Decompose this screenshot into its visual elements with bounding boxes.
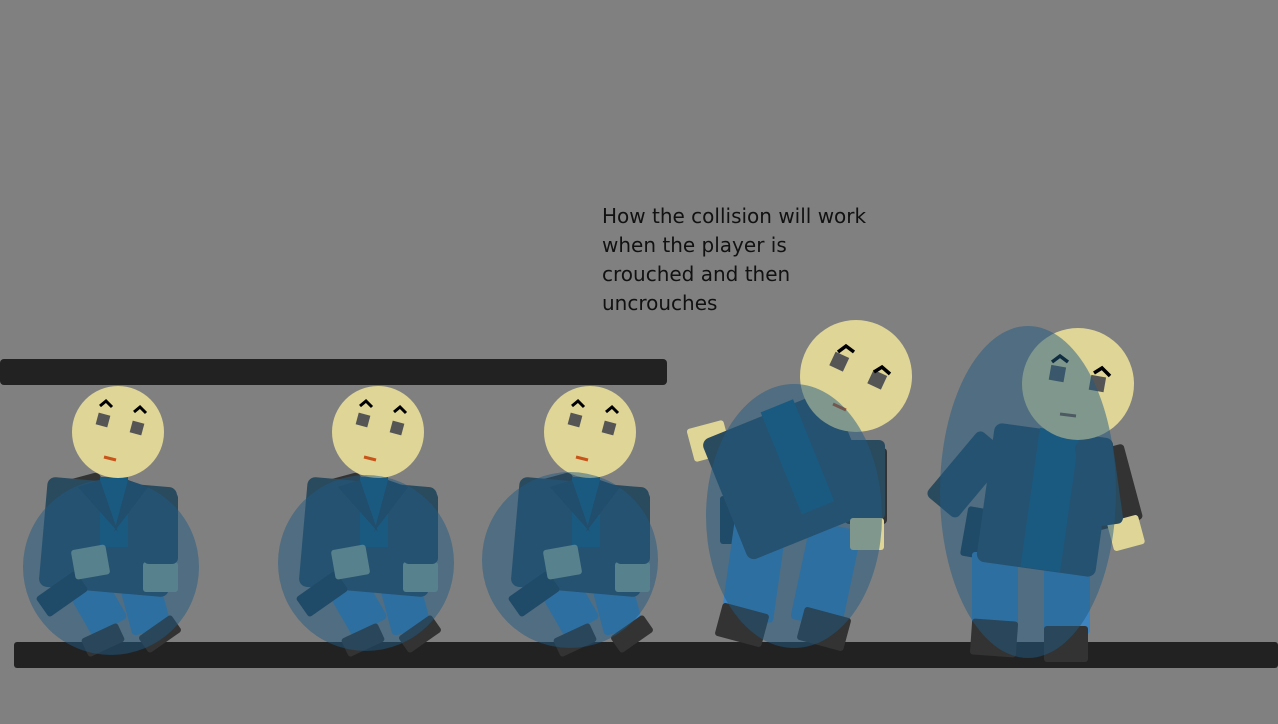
caption-line-1: How the collision will work — [602, 204, 867, 228]
floor-platform — [14, 642, 1278, 668]
collider-circle-2 — [278, 475, 454, 651]
collider-tall-ellipse — [940, 326, 1116, 658]
crouched-figure-2 — [278, 384, 454, 660]
ceiling-platform — [0, 359, 667, 385]
collider-circle-1 — [23, 479, 199, 655]
crouched-figure-1 — [23, 384, 199, 660]
caption-line-2: when the player is — [602, 233, 787, 257]
caption-text: How the collision will work when the pla… — [602, 202, 902, 318]
collider-ellipse — [706, 384, 882, 648]
caption-line-4: uncrouches — [602, 291, 718, 315]
caption-line-3: crouched and then — [602, 262, 791, 286]
standing-figure — [927, 326, 1145, 662]
uncrouching-figure — [686, 320, 912, 651]
crouched-figure-3 — [482, 384, 658, 660]
collider-circle-3 — [482, 472, 658, 648]
